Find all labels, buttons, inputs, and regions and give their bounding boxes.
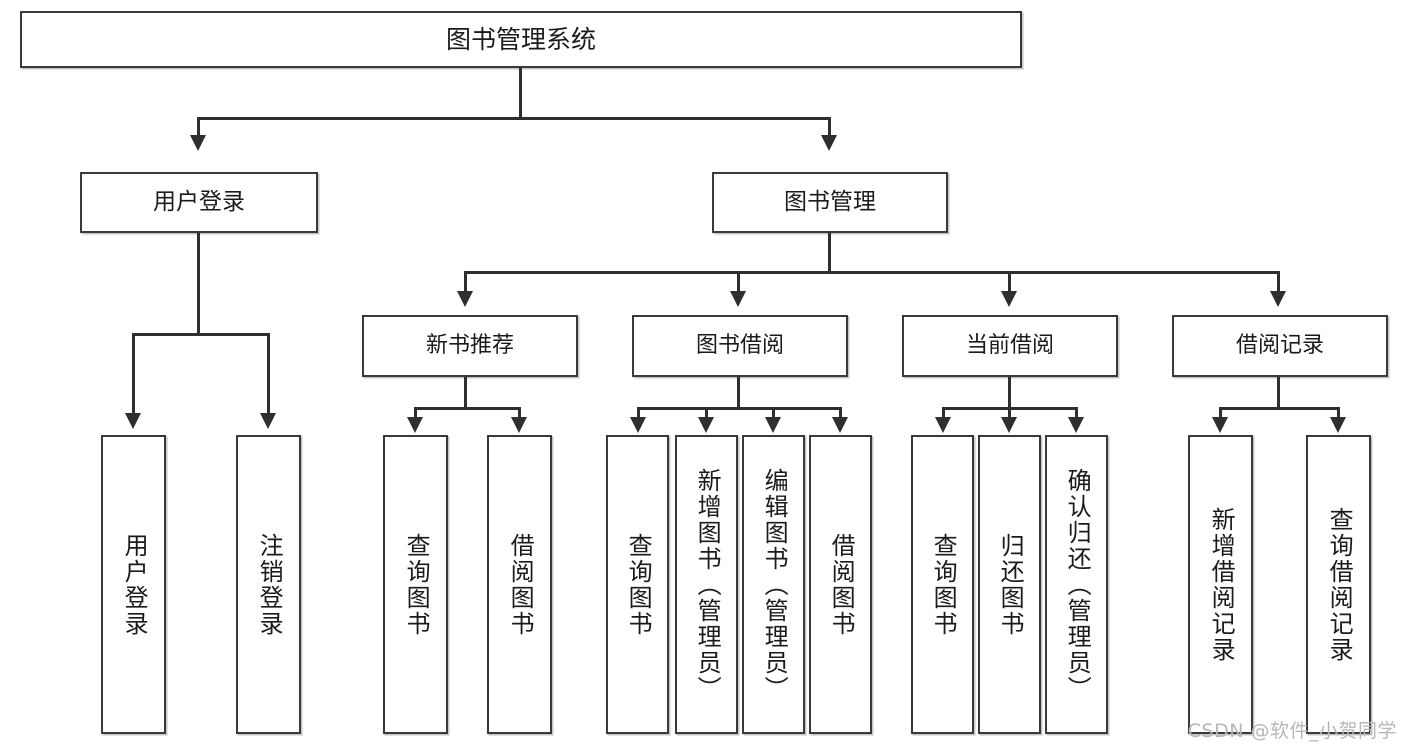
connector-bb-bus (637, 407, 841, 410)
connector-bb-drop-1 (637, 407, 640, 419)
arrowhead-new-book-recommend (457, 291, 473, 307)
node-leaf-add-record[interactable]: 新增借阅记录 (1188, 435, 1253, 734)
node-leaf-query-book-1[interactable]: 查询图书 (383, 435, 448, 734)
arrowhead-bb-leaf-4 (832, 417, 848, 433)
node-label: 注销登录 (255, 532, 284, 637)
arrowhead-leaf-user-login (125, 413, 141, 429)
arrowhead-cb-leaf-3 (1068, 417, 1084, 433)
node-leaf-query-book-3[interactable]: 查询图书 (911, 435, 974, 734)
node-label: 查询借阅记录 (1325, 506, 1354, 663)
node-label: 当前借阅 (965, 333, 1054, 359)
node-label: 新书推荐 (425, 333, 514, 359)
node-book-manage[interactable]: 图书管理 (712, 172, 948, 233)
arrowhead-cb-leaf-2 (1001, 417, 1017, 433)
node-label: 编辑图书（管理员） (760, 467, 789, 702)
node-label: 新增图书（管理员） (693, 467, 722, 702)
node-label: 查询图书 (624, 532, 653, 637)
arrowhead-br-leaf-2 (1330, 417, 1346, 433)
node-label: 图书借阅 (695, 333, 784, 359)
node-book-borrow[interactable]: 图书借阅 (632, 315, 848, 377)
connector-drop-new-book-recommend (464, 271, 467, 293)
arrowhead-cb-leaf-1 (935, 417, 951, 433)
arrowhead-borrow-record (1270, 291, 1286, 307)
connector-br-bus (1219, 407, 1339, 410)
connector-cb-drop-1 (942, 407, 945, 419)
node-label: 用户登录 (153, 188, 245, 215)
node-user-login[interactable]: 用户登录 (80, 172, 318, 233)
connector-bb-drop-4 (839, 407, 842, 419)
arrowhead-nbr-leaf-1 (407, 417, 423, 433)
connector-level1-drop-book (828, 117, 831, 137)
connector-book-manage-stem (828, 233, 831, 273)
node-leaf-edit-book[interactable]: 编辑图书（管理员） (742, 435, 805, 734)
node-leaf-borrow-book-1[interactable]: 借阅图书 (487, 435, 552, 734)
connector-drop-book-borrow (737, 271, 740, 293)
node-label: 查询图书 (929, 532, 958, 637)
arrowhead-to-user-login (190, 135, 206, 151)
connector-bb-drop-2 (705, 407, 708, 419)
connector-cb-drop-3 (1075, 407, 1078, 419)
arrowhead-nbr-leaf-2 (511, 417, 527, 433)
connector-nbr-drop-1 (414, 407, 417, 419)
connector-nbr-bus (414, 407, 518, 410)
connector-level1-drop-user (197, 117, 200, 137)
node-label: 借阅记录 (1235, 333, 1324, 359)
node-leaf-query-record[interactable]: 查询借阅记录 (1306, 435, 1371, 734)
node-leaf-borrow-book-2[interactable]: 借阅图书 (809, 435, 872, 734)
node-root-system[interactable]: 图书管理系统 (20, 11, 1022, 68)
connector-nbr-stem (464, 377, 467, 409)
connector-bb-drop-3 (772, 407, 775, 419)
connector-drop-borrow-record (1277, 271, 1280, 293)
node-label: 借阅图书 (827, 532, 856, 637)
arrowhead-bb-leaf-2 (698, 417, 714, 433)
connector-bb-stem (737, 377, 740, 409)
arrowhead-to-book-manage (821, 135, 837, 151)
node-current-borrow[interactable]: 当前借阅 (902, 315, 1118, 377)
connector-user-login-stem (197, 233, 200, 335)
connector-nbr-drop-2 (518, 407, 521, 419)
connector-drop-leaf-logout (267, 333, 270, 415)
node-label: 图书管理 (784, 188, 876, 215)
arrowhead-current-borrow (1001, 291, 1017, 307)
node-leaf-user-login[interactable]: 用户登录 (101, 435, 166, 734)
node-leaf-query-book-2[interactable]: 查询图书 (606, 435, 669, 734)
arrowhead-br-leaf-1 (1212, 417, 1228, 433)
arrowhead-bb-leaf-3 (765, 417, 781, 433)
node-leaf-add-book[interactable]: 新增图书（管理员） (675, 435, 738, 734)
arrowhead-leaf-logout (260, 413, 276, 429)
connector-user-login-bus (132, 333, 267, 336)
node-leaf-return-book[interactable]: 归还图书 (978, 435, 1041, 734)
arrowhead-bb-leaf-1 (630, 417, 646, 433)
node-label: 新增借阅记录 (1207, 506, 1236, 663)
node-label: 用户登录 (120, 532, 149, 637)
connector-root-stem (519, 68, 522, 119)
node-label: 借阅图书 (506, 532, 535, 637)
connector-cb-stem (1008, 377, 1011, 409)
connector-level2-bus (464, 271, 1280, 274)
connector-br-stem (1277, 377, 1280, 409)
arrowhead-book-borrow (730, 291, 746, 307)
connector-level1-bus (197, 117, 831, 120)
node-leaf-confirm-return[interactable]: 确认归还（管理员） (1045, 435, 1108, 734)
node-borrow-record[interactable]: 借阅记录 (1172, 315, 1388, 377)
node-label: 归还图书 (996, 532, 1025, 637)
connector-cb-drop-2 (1008, 407, 1011, 419)
connector-drop-leaf-user-login (132, 333, 135, 415)
node-leaf-logout[interactable]: 注销登录 (236, 435, 301, 734)
node-new-book-recommend[interactable]: 新书推荐 (362, 315, 578, 377)
connector-br-drop-1 (1219, 407, 1222, 419)
node-label: 图书管理系统 (445, 24, 596, 54)
node-label: 查询图书 (402, 532, 431, 637)
node-label: 确认归还（管理员） (1063, 467, 1092, 702)
connector-br-drop-2 (1337, 407, 1340, 419)
connector-drop-current-borrow (1008, 271, 1011, 293)
